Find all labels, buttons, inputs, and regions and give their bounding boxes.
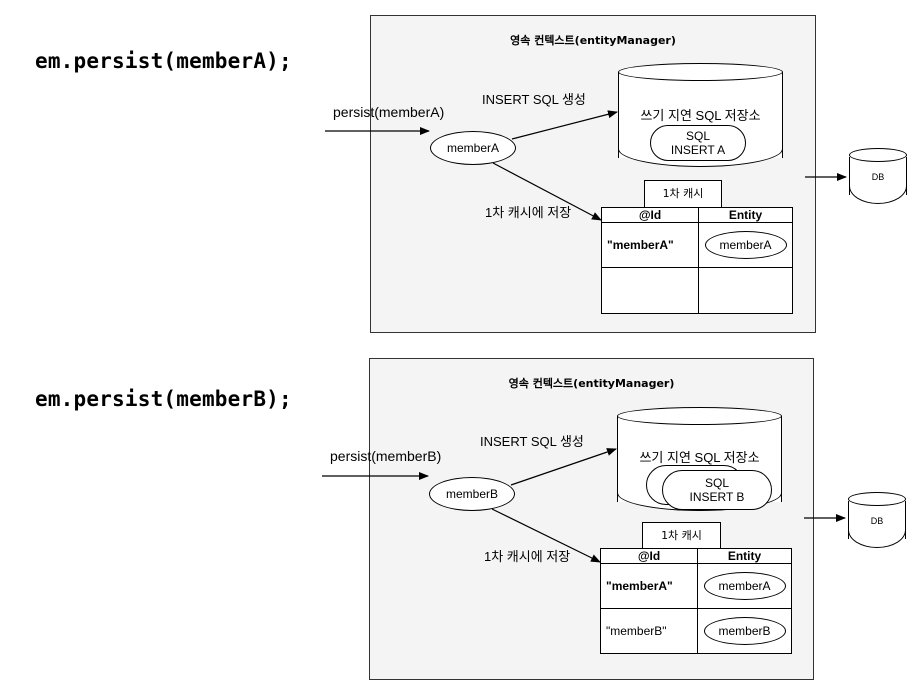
cache-entity-cell: memberA [698,222,793,268]
persist-label-2: persist(memberB) [330,448,442,464]
code-line-2: em.persist(memberB); [35,387,292,411]
cache-id-cell [601,267,699,314]
cache-save-label-2: 1차 캐시에 저장 [484,549,571,564]
table-row [601,267,793,314]
insert-sql-label-2: INSERT SQL 생성 [480,434,584,449]
sql-pill-line1: SQL [685,129,710,143]
cache-header-entity: Entity [697,548,792,564]
cache-entity-cell: memberB [697,608,792,654]
cache-save-arrow-2 [491,508,601,563]
insert-sql-arrow-2 [510,448,617,486]
entity-node: memberB [703,617,786,645]
member-node-1: memberA [430,131,516,165]
table-row: "memberB" memberB [600,608,792,654]
cache-header-entity: Entity [698,207,793,223]
store-label-1: 쓰기 지연 SQL 저장소 [640,108,761,123]
member-node-2: memberB [429,477,515,511]
sql-pill-line2: INSERT A [670,143,726,157]
cache-title-1: 1차 캐시 [644,180,722,207]
cache-entity-cell [698,267,793,314]
sql-pill-2: SQL INSERT B [662,470,772,510]
table-row: "memberA" memberA [600,563,792,609]
cache-title-2: 1차 캐시 [642,522,721,548]
member-node-label: memberB [445,487,498,501]
db-cylinder-2: DB [848,492,906,548]
sql-pill-line2: INSERT B [689,490,745,504]
context-title-2: 영속 컨텍스트(entityManager) [508,377,675,390]
sql-pill-1: SQL INSERT A [650,125,746,161]
cache-id-cell: "memberA" [600,563,698,609]
code-line-1: em.persist(memberA); [35,49,292,73]
first-level-cache-table-1: @Id Entity "memberA" memberA [601,207,793,314]
first-level-cache-table-2: @Id Entity "memberA" memberA "memberB" m… [600,548,792,654]
member-node-label: memberA [446,141,499,155]
cache-save-arrow-1 [492,162,602,221]
cache-entity-cell: memberA [697,563,792,609]
entity-node: memberA [703,572,786,600]
db-label-1: DB [871,172,885,182]
store-label-2: 쓰기 지연 SQL 저장소 [639,450,760,465]
insert-sql-label-1: INSERT SQL 생성 [482,92,586,107]
cache-save-label-1: 1차 캐시에 저장 [485,205,572,220]
sql-pill-line1: SQL [704,476,729,490]
cache-header-row: @Id Entity [601,207,793,223]
context-title-1: 영속 컨텍스트(entityManager) [510,34,676,47]
insert-sql-arrow-1 [511,110,618,140]
db-cylinder-1: DB [849,148,907,204]
cache-id-cell: "memberA" [601,222,699,268]
db-label-2: DB [870,516,884,526]
persist-label-1: persist(memberA) [333,104,445,120]
entity-node: memberA [704,231,787,259]
table-row: "memberA" memberA [601,222,793,268]
